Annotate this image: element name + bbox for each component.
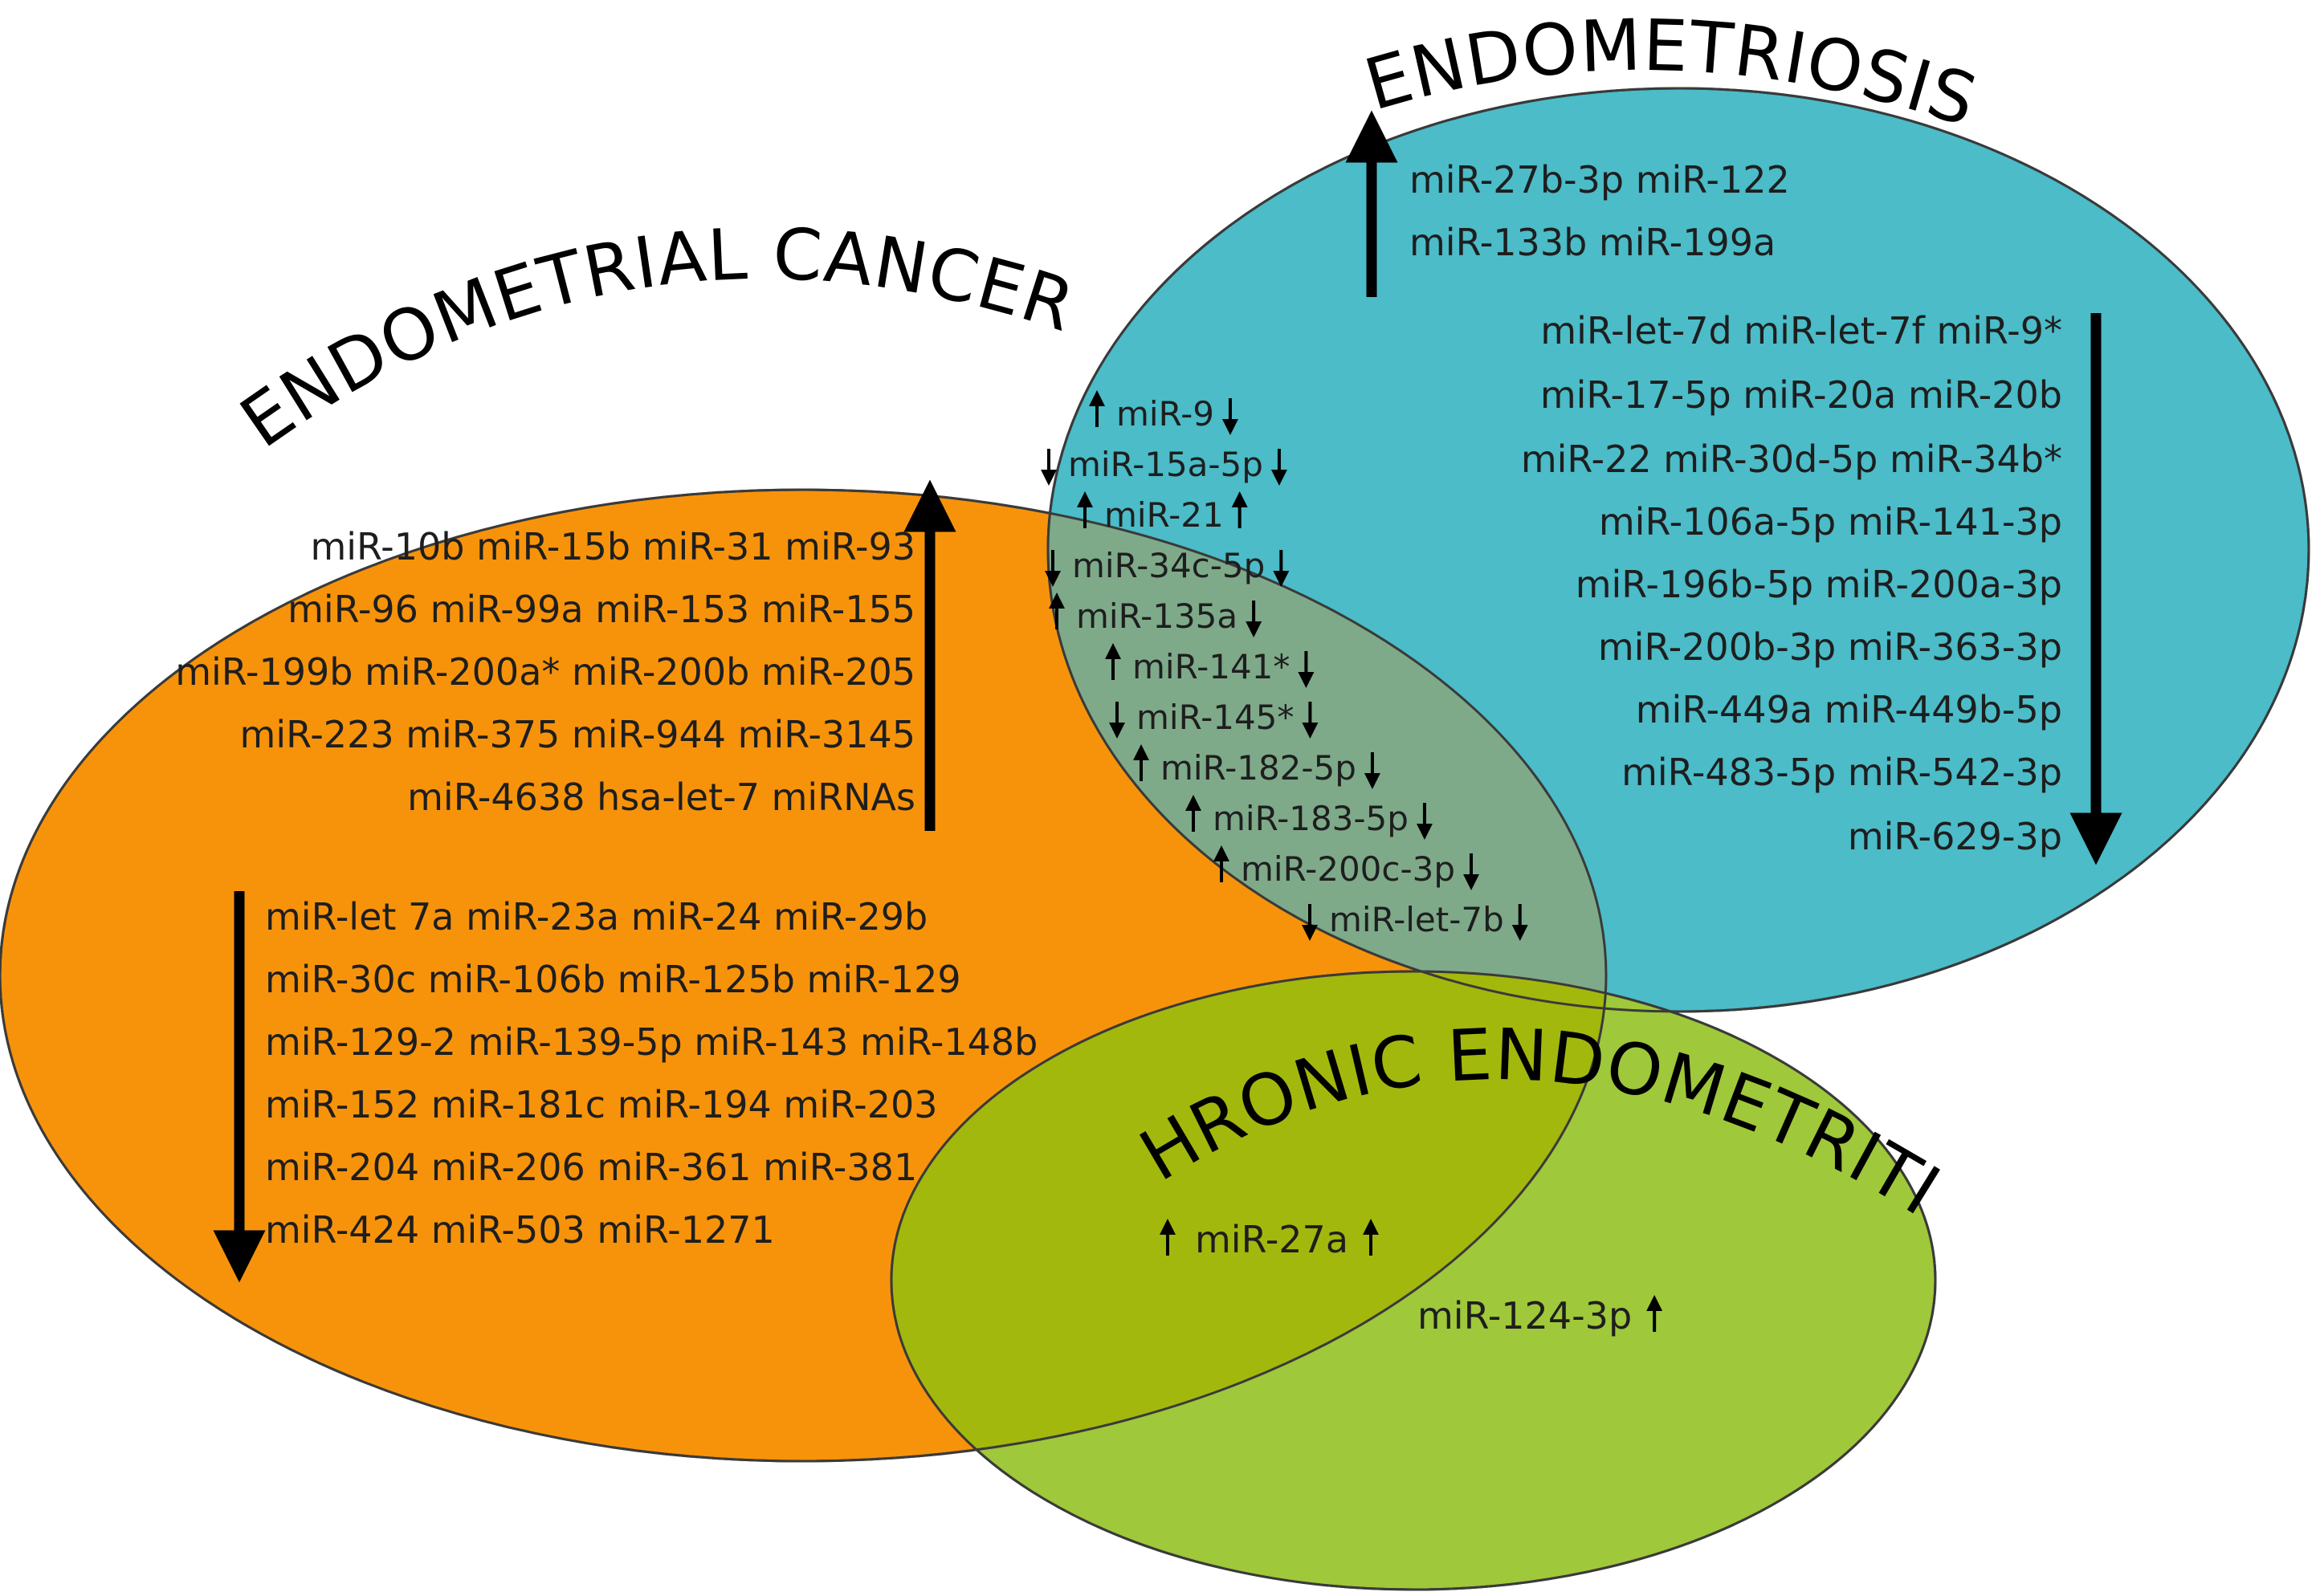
shared-mirna-label: miR-182-5p: [1160, 748, 1356, 788]
shared-mirna-label: miR-145*: [1136, 698, 1294, 737]
cancer-chronic-shared-list: miR-27a: [1160, 1218, 1380, 1261]
endometriosis-up-row: miR-27b-3p miR-122: [1409, 158, 1790, 202]
cancer-down-row: miR-129-2 miR-139-5p miR-143 miR-148b: [265, 1020, 1038, 1064]
endometriosis-down-row: miR-22 miR-30d-5p miR-34b*: [1521, 438, 2062, 481]
endometriosis-down-row: miR-629-3p: [1848, 815, 2062, 858]
shared-mirna-label: miR-34c-5p: [1072, 546, 1265, 585]
cancer-down-row: miR-424 miR-503 miR-1271: [265, 1208, 775, 1252]
shared-mirna-label: miR-let-7b: [1329, 900, 1504, 939]
cancer-up-row: miR-199b miR-200a* miR-200b miR-205: [175, 650, 915, 694]
endometriosis-up-row: miR-133b miR-199a: [1409, 221, 1776, 264]
shared-mirna-label: miR-183-5p: [1213, 799, 1409, 838]
cancer-down-row: miR-let 7a miR-23a miR-24 miR-29b: [265, 895, 928, 938]
shared-mirna-label: miR-200c-3p: [1241, 849, 1455, 889]
endometriosis-down-row: miR-200b-3p miR-363-3p: [1598, 625, 2062, 669]
endometriosis-down-row: miR-483-5p miR-542-3p: [1621, 751, 2062, 794]
shared-mirna-label: miR-9: [1116, 394, 1214, 434]
shared-mirna-label: miR-21: [1104, 495, 1224, 535]
cancer-upregulated-group: miR-10b miR-15b miR-31 miR-93 miR-96 miR…: [175, 479, 956, 831]
cancer-chronic-overlap: [891, 971, 1606, 1461]
cancer-up-row: miR-223 miR-375 miR-944 miR-3145: [240, 713, 915, 756]
cancer-up-row: miR-10b miR-15b miR-31 miR-93: [310, 525, 915, 568]
chronic-endometritis-list: miR-124-3p: [1417, 1294, 1663, 1337]
endometriosis-downregulated-group: miR-let-7d miR-let-7f miR-9* miR-17-5p m…: [1521, 309, 2122, 865]
cancer-endometriosis-shared-list: miR-9 miR-15a-5p miR-21 miR-34c-5p miR-135a m…: [1041, 390, 1528, 941]
cancer-downregulated-group: miR-let 7a miR-23a miR-24 miR-29b miR-30…: [213, 891, 1038, 1283]
shared-mirna-label: miR-135a: [1076, 596, 1238, 636]
chronic-mirna-label: miR-124-3p: [1417, 1294, 1632, 1337]
cancer-down-row: miR-152 miR-181c miR-194 miR-203: [265, 1083, 938, 1126]
cancer-endometriosis-overlap: [1048, 490, 1606, 1012]
endometriosis-down-row: miR-449a miR-449b-5p: [1636, 688, 2062, 731]
endometriosis-down-row: miR-17-5p miR-20a miR-20b: [1540, 373, 2062, 417]
endometriosis-down-row: miR-106a-5p miR-141-3p: [1599, 500, 2062, 544]
endometriosis-down-row: miR-196b-5p miR-200a-3p: [1576, 563, 2062, 606]
cancer-down-row: miR-30c miR-106b miR-125b miR-129: [265, 958, 961, 1001]
cancer-up-row: miR-96 miR-99a miR-153 miR-155: [287, 588, 915, 631]
shared-mirna-label: miR-15a-5p: [1068, 445, 1263, 484]
shared-mirna-label: miR-27a: [1195, 1218, 1348, 1261]
endometrial-cancer-title: ENDOMETRIAL CANCER: [226, 213, 1084, 464]
shared-mirna-label: miR-141*: [1132, 647, 1290, 686]
endometriosis-down-row: miR-let-7d miR-let-7f miR-9*: [1540, 309, 2062, 352]
cancer-down-row: miR-204 miR-206 miR-361 miR-381: [265, 1146, 917, 1189]
endometriosis-upregulated-group: miR-27b-3p miR-122 miR-133b miR-199a: [1345, 110, 1790, 297]
cancer-up-row: miR-4638 hsa-let-7 miRNAs: [407, 776, 915, 819]
